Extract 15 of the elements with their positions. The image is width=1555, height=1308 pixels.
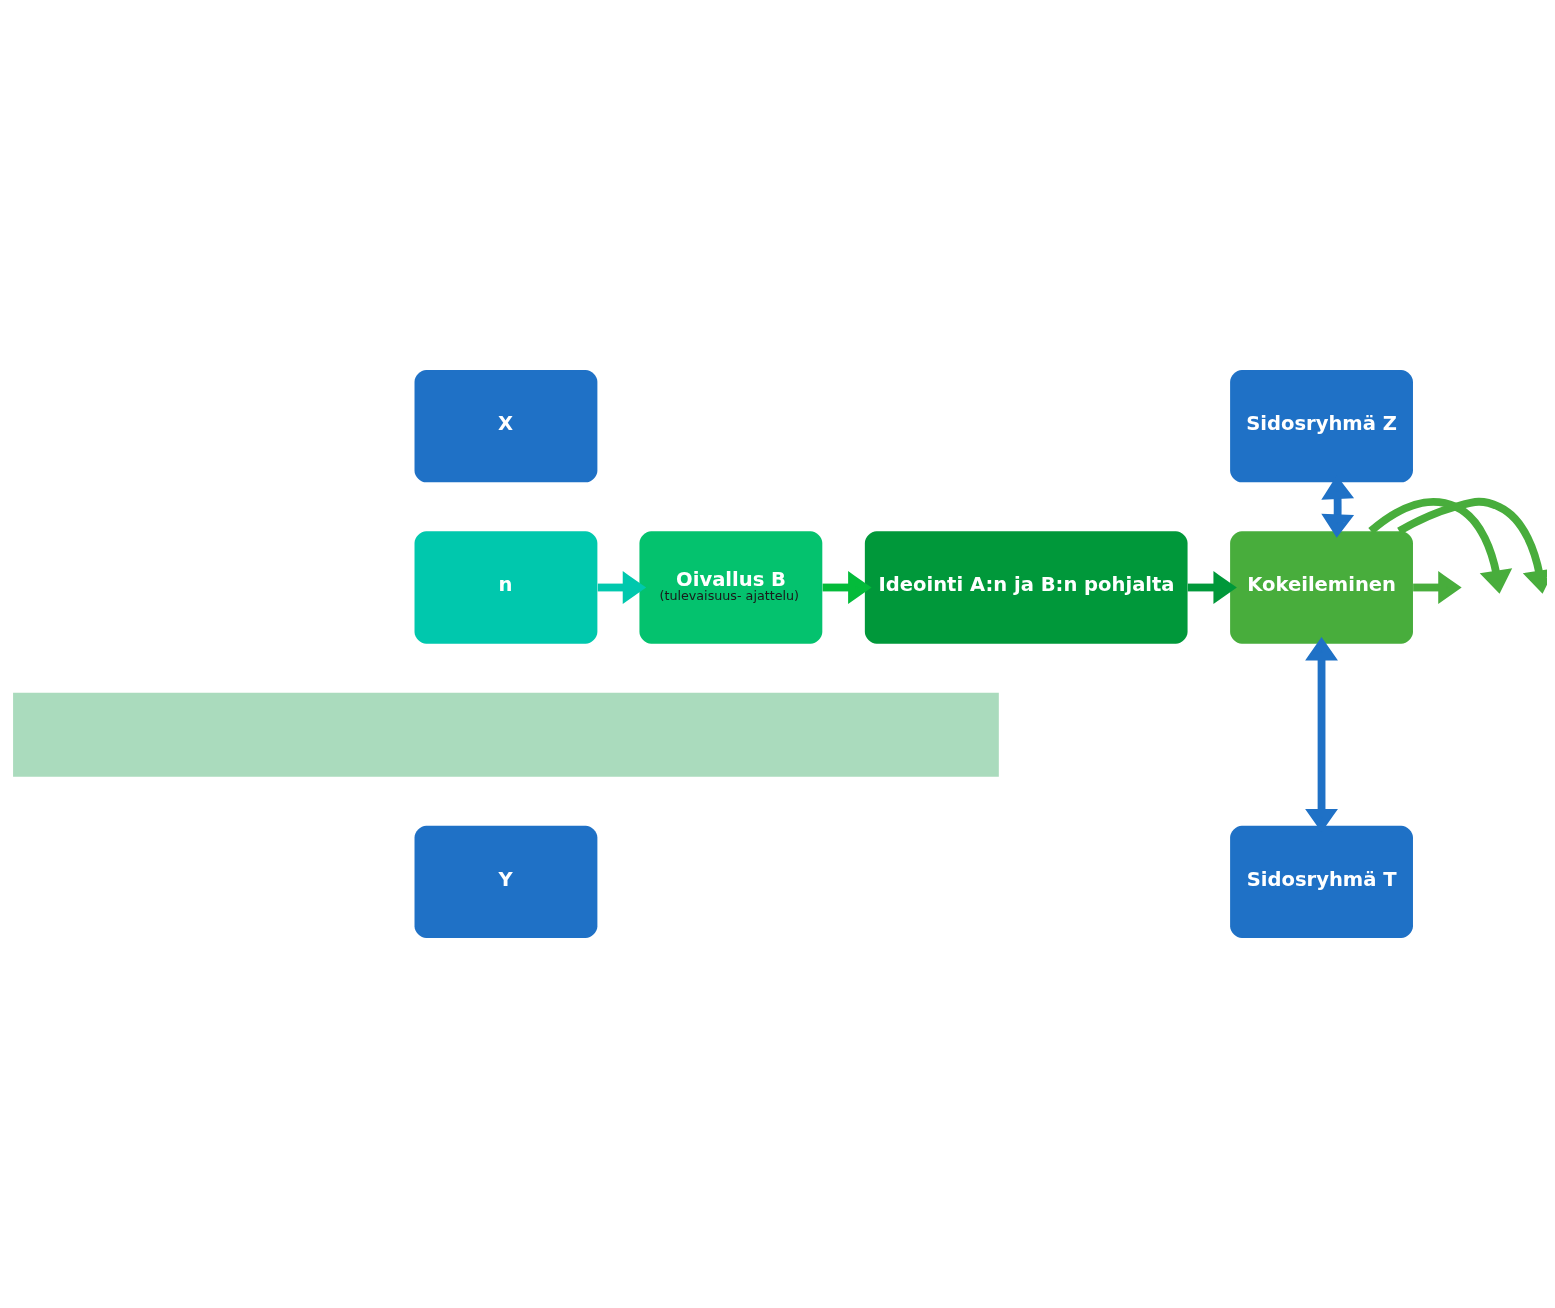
node-box: Kokeileminen — [1230, 531, 1413, 644]
node-box: X — [414, 369, 598, 483]
node-box: Oivallus B (tulevaisuus- ajattelu) — [639, 531, 823, 644]
arrow — [1413, 571, 1462, 604]
node-box: Sidosryhmä Z — [1230, 369, 1413, 483]
node-box: Ideointi A:n ja B:n pohjalta — [864, 531, 1188, 644]
arrow — [1187, 571, 1237, 604]
node-box: Y — [414, 825, 598, 939]
arrow — [597, 571, 647, 604]
node-box: Sidosryhmä T — [1230, 825, 1413, 939]
node-bar — [13, 692, 999, 777]
arrow — [1397, 497, 1547, 594]
arrow — [822, 571, 872, 604]
node-box: n — [414, 531, 598, 644]
arrow — [1368, 498, 1513, 594]
